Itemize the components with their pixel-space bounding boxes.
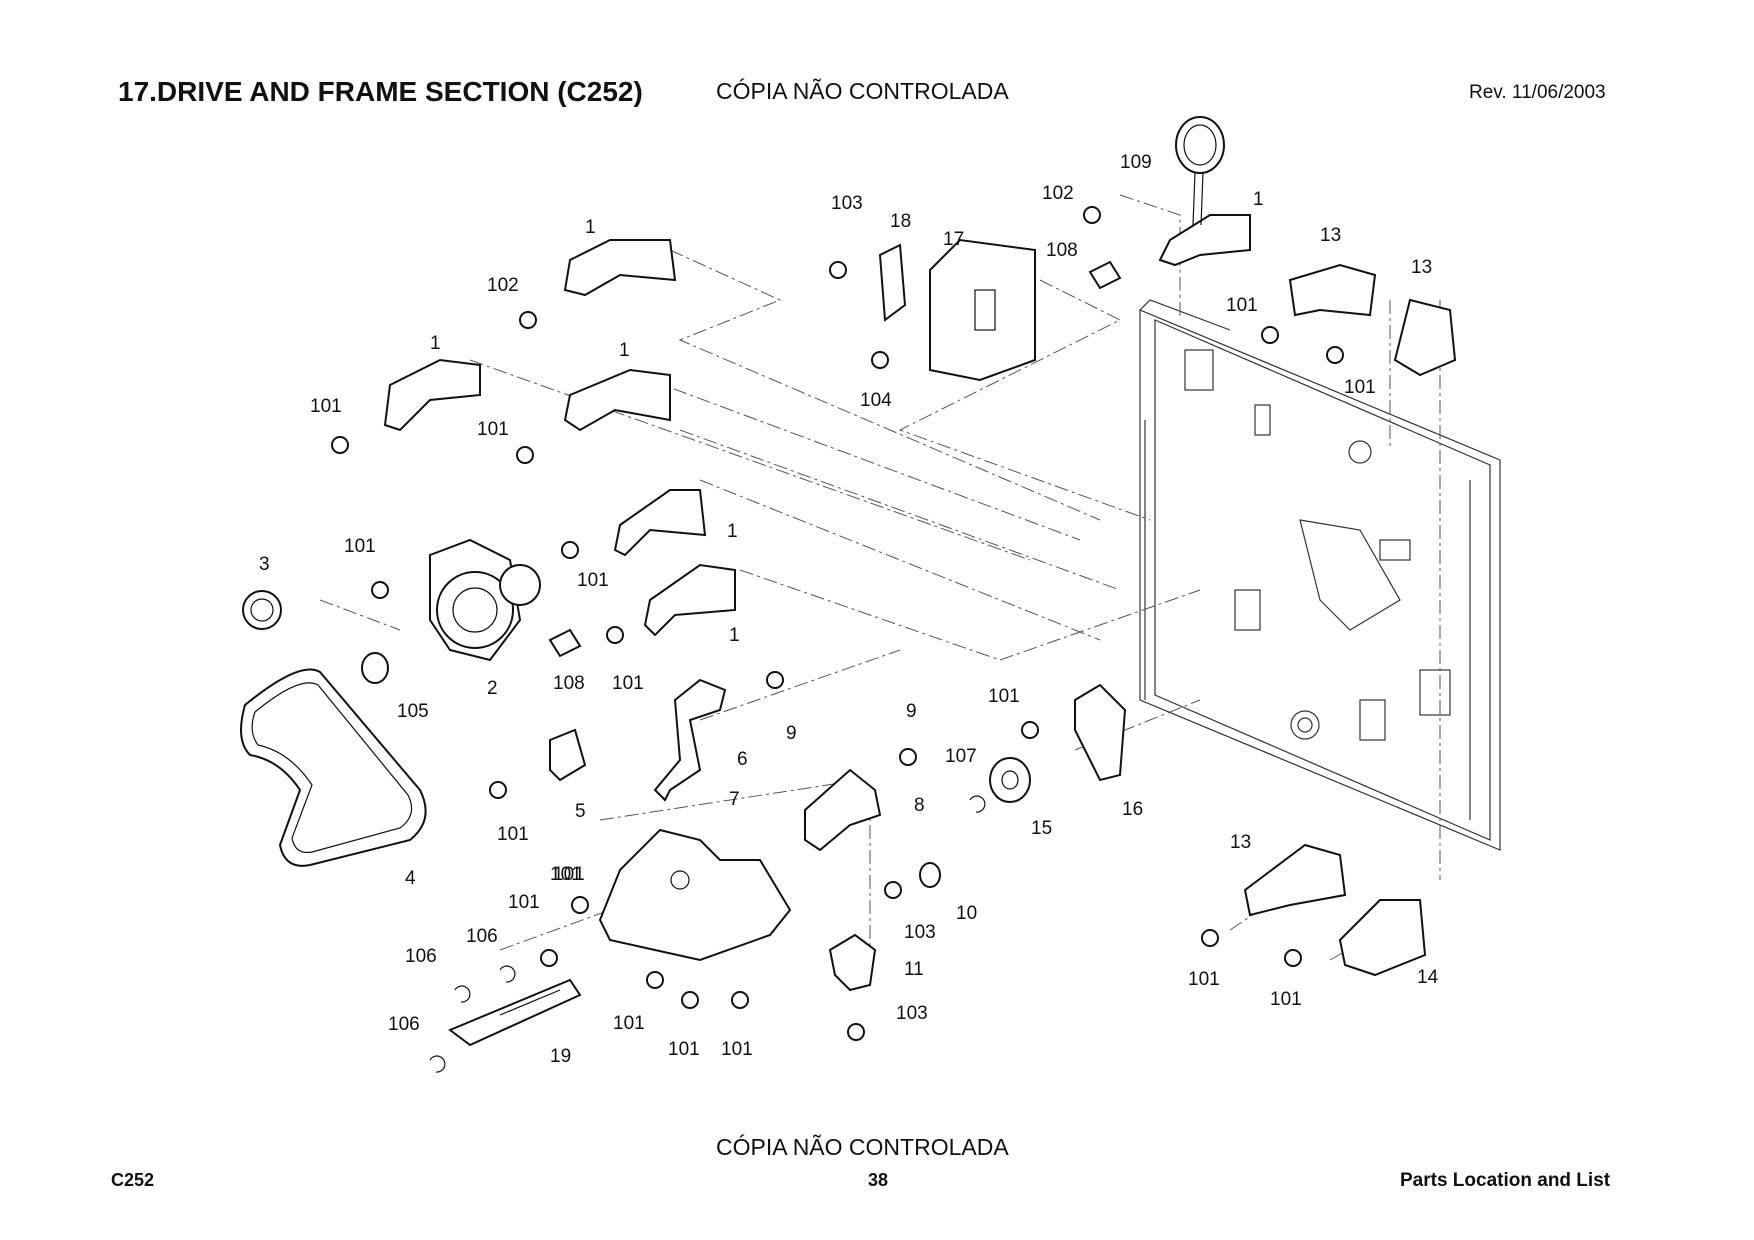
pulley-part-105 xyxy=(361,652,389,684)
callout-label: 1 xyxy=(585,217,596,238)
callout-label: 101 xyxy=(508,892,540,913)
callout-label: 16 xyxy=(1122,799,1143,820)
callout-label: 101 xyxy=(1226,295,1258,316)
bracket-part-8 xyxy=(804,768,882,852)
callout-label: 107 xyxy=(945,746,977,767)
callout-label: 101 xyxy=(553,864,585,885)
sensor-part-11 xyxy=(828,933,877,992)
callout-label: 109 xyxy=(1120,152,1152,173)
callout-label: 13 xyxy=(1411,257,1432,278)
gear-part-3 xyxy=(242,590,282,630)
callout-label: 6 xyxy=(737,749,748,770)
callout-label: 101 xyxy=(1344,377,1376,398)
callout-label: 101 xyxy=(721,1039,753,1060)
callout-label: 9 xyxy=(906,701,917,722)
callout-label: 101 xyxy=(577,570,609,591)
callout-label: 101 xyxy=(550,864,582,885)
callout-label: 1 xyxy=(430,333,441,354)
slider-part-19 xyxy=(448,978,582,1047)
callout-label: 1 xyxy=(1253,189,1264,210)
bracket-part-5 xyxy=(549,728,587,782)
page-number: 38 xyxy=(868,1170,889,1190)
callout-label: 101 xyxy=(310,396,342,417)
callout-label: 103 xyxy=(896,1003,928,1024)
belt-part-4 xyxy=(240,668,427,867)
callout-label: 103 xyxy=(904,922,936,943)
callout-label: 18 xyxy=(890,211,911,232)
plate-part-17 xyxy=(929,238,1036,382)
revision-date: Rev. 11/06/2003 xyxy=(1469,82,1606,103)
lever-part-6 xyxy=(653,678,727,802)
callout-label: 8 xyxy=(914,795,925,816)
watermark-bottom: CÓPIA NÃO CONTROLADA xyxy=(716,1134,1009,1160)
clip-part-108 xyxy=(548,260,1122,658)
callout-label: 1 xyxy=(727,521,738,542)
callout-label: 9 xyxy=(786,723,797,744)
callout-label: 101 xyxy=(612,673,644,694)
spring-part-109 xyxy=(1175,116,1225,226)
callout-label: 108 xyxy=(1046,240,1078,261)
callout-label: 1 xyxy=(729,625,740,646)
callout-label: 101 xyxy=(1270,989,1302,1010)
gear-part-2 xyxy=(429,538,541,662)
callout-label: 3 xyxy=(259,554,270,575)
callout-label: 1 xyxy=(619,340,630,361)
callout-label: 17 xyxy=(943,229,964,250)
callout-label: 101 xyxy=(344,536,376,557)
callout-label: 105 xyxy=(397,701,429,722)
bracket-part-13 xyxy=(1243,263,1457,917)
bracket-part-16 xyxy=(1074,683,1127,782)
callout-label: 101 xyxy=(613,1013,645,1034)
e-ring-parts xyxy=(429,795,986,1073)
callout-label: 101 xyxy=(477,419,509,440)
callout-label: 104 xyxy=(860,390,892,411)
screw-parts xyxy=(331,206,1344,1041)
callout-label: 13 xyxy=(1320,225,1341,246)
callout-label: 103 xyxy=(831,193,863,214)
collar-part-10 xyxy=(919,862,941,888)
footer-section: Parts Location and List xyxy=(1400,1170,1611,1191)
page-title: 17.DRIVE AND FRAME SECTION (C252) xyxy=(118,76,643,107)
callout-label: 108 xyxy=(553,673,585,694)
main-frame xyxy=(1139,299,1501,851)
callout-label: 106 xyxy=(388,1014,420,1035)
watermark-top: CÓPIA NÃO CONTROLADA xyxy=(716,78,1009,104)
bracket-part-14 xyxy=(1338,899,1427,977)
callout-label: 101 xyxy=(668,1039,700,1060)
callout-label: 15 xyxy=(1031,818,1052,839)
callout-label: 19 xyxy=(550,1046,571,1067)
callout-label: 102 xyxy=(487,275,519,296)
callout-label: 106 xyxy=(405,946,437,967)
part-18 xyxy=(878,243,907,322)
part-callouts: 109 103 18 17 102 108 1 13 13 101 101 10… xyxy=(259,152,1439,1067)
callout-label: 4 xyxy=(405,868,416,889)
roller-part-15 xyxy=(989,757,1031,803)
callout-label: 11 xyxy=(904,959,924,980)
callout-label: 14 xyxy=(1417,967,1439,988)
callout-label: 2 xyxy=(487,678,498,699)
callout-label: 5 xyxy=(575,801,586,822)
bracket-part-1 xyxy=(383,214,1251,637)
callout-label: 106 xyxy=(466,926,498,947)
callout-label: 10 xyxy=(956,903,977,924)
callout-label: 101 xyxy=(497,824,529,845)
arm-part-7 xyxy=(598,828,792,962)
callout-label: 101 xyxy=(1188,969,1220,990)
callout-label: 7 xyxy=(729,789,740,810)
callout-label: 13 xyxy=(1230,832,1251,853)
callout-label: 102 xyxy=(1042,183,1074,204)
footer-model: C252 xyxy=(111,1170,155,1190)
callout-label: 101 xyxy=(988,686,1020,707)
